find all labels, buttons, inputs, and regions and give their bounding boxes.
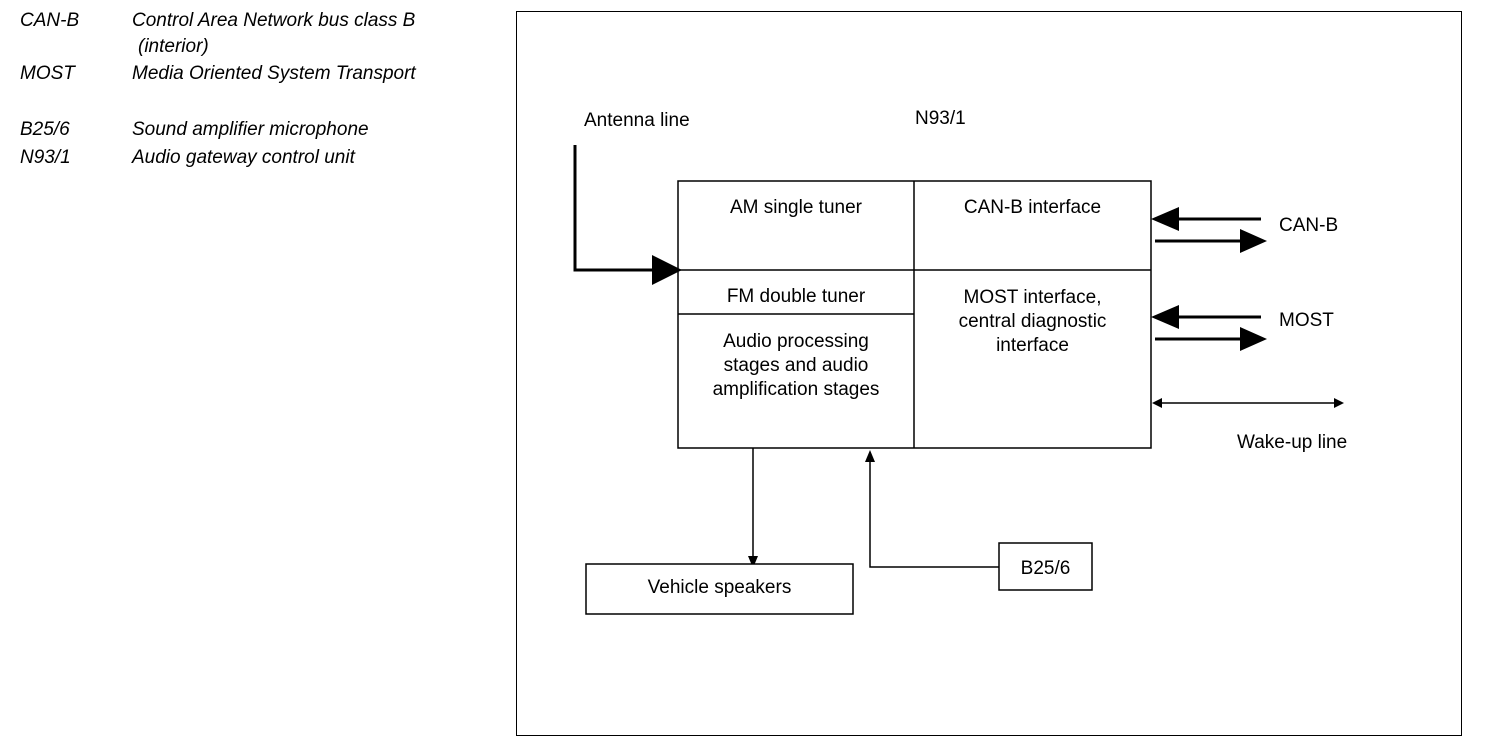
antenna-line [573,145,655,272]
antenna-arrowhead [652,255,682,285]
antenna-label: Antenna line [584,110,690,131]
legend-term: N93/1 [20,147,71,168]
most-interface-label: MOST interface, central diagnostic inter… [914,286,1151,358]
most-out-arrowhead [1240,327,1267,351]
microphone-arrowhead [865,450,875,462]
diagram-frame [516,11,1462,736]
most-label: MOST [1279,310,1334,331]
legend-desc: Sound amplifier microphone [132,119,369,140]
legend-desc: Control Area Network bus class B [132,10,416,31]
unit-label: N93/1 [915,108,966,129]
most-interface-line: central diagnostic [958,311,1107,332]
legend-desc-cont: (interior) [138,36,209,57]
speakers-box [585,563,854,615]
legend-desc: Audio gateway control unit [132,147,355,168]
microphone-label: B25/6 [1020,558,1071,579]
wakeup-label: Wake-up line [1237,432,1348,453]
audio-processing-label: Audio processing stages and audio amplif… [678,330,914,402]
speakers-label: Vehicle speakers [647,577,792,598]
wakeup-right-arrowhead [1334,398,1344,408]
can-b-out-arrowhead [1240,229,1267,253]
can-interface-label: CAN-B interface [963,197,1102,218]
microphone-line [869,460,999,568]
fm-tuner-label: FM double tuner [726,286,866,307]
most-interface-line: interface [996,335,1069,356]
audio-processing-line: Audio processing [723,331,869,352]
most-interface-line: MOST interface, [963,287,1102,308]
can-b-label: CAN-B [1279,215,1339,236]
legend-desc: Media Oriented System Transport [132,63,416,84]
speaker-arrowhead [748,556,758,568]
am-tuner-label: AM single tuner [729,197,862,218]
audio-processing-line: amplification stages [712,379,880,400]
legend-term: CAN-B [20,10,80,31]
most-in-arrowhead [1151,305,1179,329]
can-b-in-arrowhead [1151,207,1179,231]
legend-term: B25/6 [20,119,70,140]
legend-term: MOST [20,63,75,84]
microphone-box [998,542,1093,591]
audio-processing-line: stages and audio [723,355,869,376]
wakeup-left-arrowhead [1152,398,1162,408]
